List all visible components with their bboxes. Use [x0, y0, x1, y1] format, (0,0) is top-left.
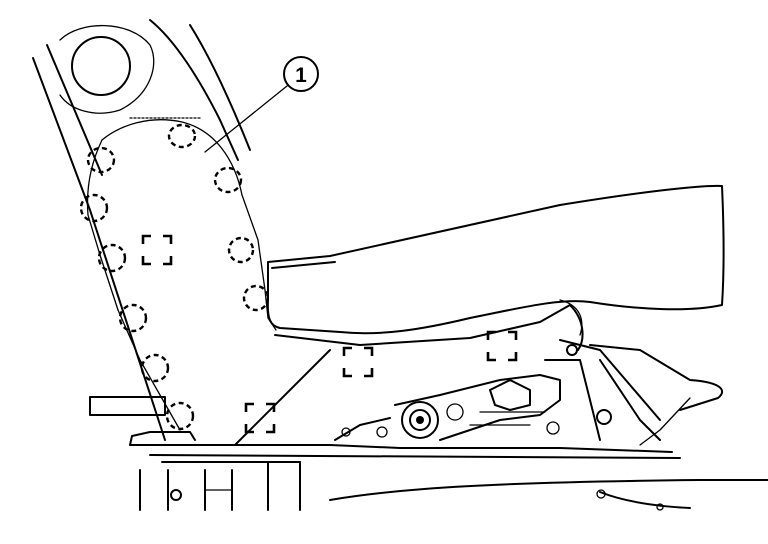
bolt	[596, 409, 612, 425]
callout-1: 1	[204, 56, 319, 153]
bolt	[566, 344, 578, 356]
clip	[140, 353, 170, 383]
clip	[227, 236, 255, 264]
callout-circle	[283, 56, 319, 92]
trim-clips	[79, 123, 270, 431]
seat-frame	[234, 304, 724, 446]
clip	[97, 243, 127, 273]
recliner-mechanism	[334, 374, 561, 441]
clip	[79, 193, 109, 223]
clip	[167, 123, 197, 149]
bracket-marker	[141, 234, 173, 266]
callout-label: 1	[295, 64, 307, 87]
headrest-hole	[71, 36, 131, 96]
seat-cushion	[266, 184, 725, 336]
section-markers	[141, 234, 518, 434]
bracket-marker	[486, 330, 518, 362]
clip	[213, 166, 243, 194]
bolt	[170, 489, 182, 501]
bracket-marker	[342, 346, 374, 378]
callout-leader-line	[204, 85, 288, 153]
clip	[86, 146, 116, 174]
bracket-marker	[244, 402, 276, 434]
seatback	[32, 19, 251, 441]
clip	[118, 303, 148, 333]
side-trim-panel	[86, 117, 277, 431]
seat-rail	[89, 396, 768, 511]
clip	[165, 401, 195, 431]
